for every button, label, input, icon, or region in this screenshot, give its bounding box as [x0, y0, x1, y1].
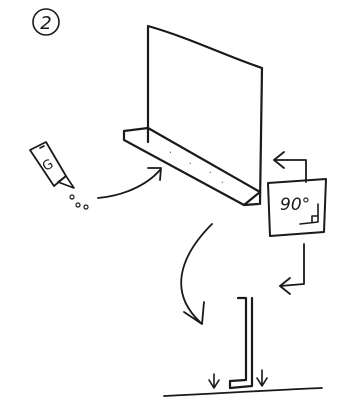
glue-drop	[76, 203, 80, 207]
glue-drop	[84, 205, 88, 209]
press-arrow-left	[209, 374, 219, 388]
gauge-arrow-bottom	[280, 244, 304, 294]
glue-drop	[70, 195, 74, 199]
gauge-arrow-bottom-shaft	[280, 244, 304, 286]
bottom-ledge	[124, 128, 260, 205]
side-view-profile	[164, 298, 322, 396]
l-profile	[230, 298, 252, 388]
press-arrow-right	[257, 370, 267, 386]
step-marker: 2	[33, 9, 59, 35]
ground-line	[164, 388, 322, 396]
rotate-arrow-shaft	[181, 224, 212, 322]
panel-with-ledge	[124, 26, 262, 205]
glue-arrow-shaft	[98, 170, 160, 198]
step-number: 2	[40, 13, 51, 34]
glue-arrow	[98, 168, 161, 198]
angle-gauge-label: 90°	[280, 195, 310, 215]
rotate-arrow	[181, 224, 212, 324]
glue-bottle: G	[30, 142, 88, 209]
gauge-arrow-top	[274, 152, 306, 182]
angle-gauge: 90°	[268, 179, 326, 236]
glue-drops	[70, 195, 88, 209]
upright-panel	[148, 26, 262, 204]
glue-bottle-letter: G	[40, 157, 56, 175]
